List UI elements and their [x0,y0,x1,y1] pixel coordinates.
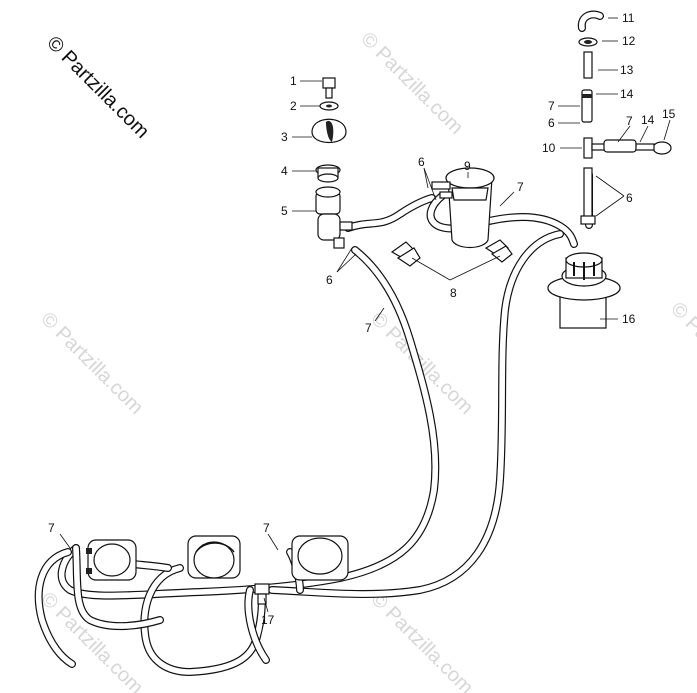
watermark-faint: © Partzilla.com [356,28,467,139]
callout-label: 5 [281,204,288,218]
nut-part [315,164,341,183]
vent-assembly-part [577,10,672,225]
callout-label: 11 [622,11,635,25]
callout-label: 7 [365,321,372,335]
callout-label: 8 [450,286,457,300]
callout-label: 1 [290,74,297,88]
fuel-valve-part [315,186,353,249]
fuel-filter-part [431,167,495,249]
carburetor-part [291,535,349,581]
callout-label: 7 [263,521,270,535]
bolt-part [322,77,336,99]
callout-label: 14 [620,87,634,101]
callout-label: 6 [626,191,633,205]
callout-label: 12 [622,34,636,48]
callout-labels: 1 2 3 4 5 6 6 6 6 7 7 7 7 7 7 8 9 10 11 … [48,11,676,627]
callout-label: 17 [261,613,275,627]
callout-label: 10 [542,141,556,155]
callout-label: 7 [626,114,633,128]
callout-label: 14 [641,113,655,127]
callout-label: 7 [548,99,555,113]
callout-label: 6 [548,116,555,130]
callout-label: 13 [620,63,634,77]
carburetor-part [187,535,241,579]
callout-label: 16 [622,312,636,326]
callout-label: 7 [517,180,524,194]
callout-label: 9 [464,159,471,173]
callout-label: 6 [418,155,425,169]
callout-label: 6 [326,273,333,287]
callout-label: 15 [662,107,676,121]
watermark-faint: © Partzilla.com [366,308,477,419]
leader-lines [59,17,671,613]
callout-label: 3 [281,130,288,144]
fuel-tank-pickup-part [547,252,621,329]
watermark-faint: © Partzilla.com [666,298,697,409]
watermark-faint: © Partzilla.com [36,308,147,419]
callout-label: 7 [48,521,55,535]
clamp-part [390,239,513,267]
carburetor-part [86,539,137,581]
valve-cover-part [311,118,347,144]
tee-fitting-part [254,583,270,605]
watermark-main: © Partzilla.com [42,32,153,143]
callout-label: 4 [281,164,288,178]
watermark-faint: © Partzilla.com [366,588,477,693]
callout-label: 2 [290,99,297,113]
